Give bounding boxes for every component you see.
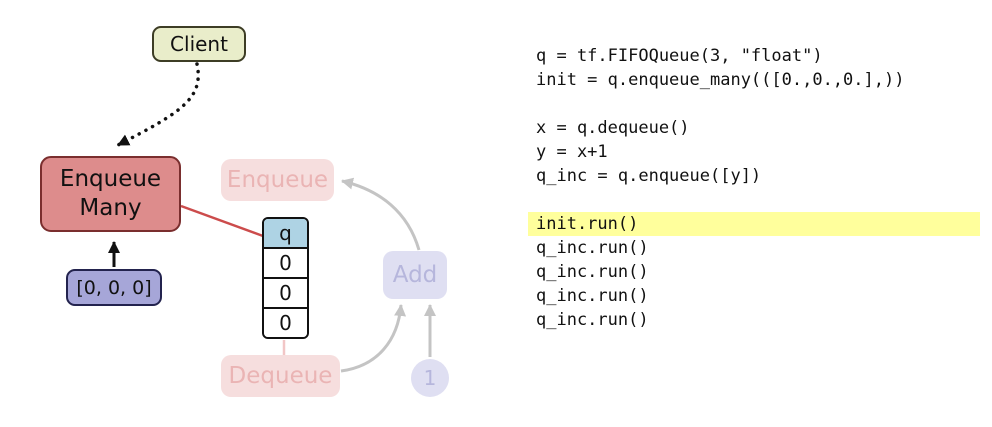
- enqueue-many-label: Enqueue Many: [59, 166, 162, 221]
- code-line: [528, 92, 980, 116]
- faded-one-node: 1: [411, 359, 449, 397]
- code-line: q_inc.run(): [536, 286, 649, 306]
- client-label: Client: [170, 32, 228, 56]
- input-tensor-node: [0, 0, 0]: [66, 269, 162, 306]
- queue-header-cell: q: [264, 219, 307, 249]
- queue-diagram: Enqueue Add Dequeue 1 Client Enqueue Man…: [40, 26, 449, 397]
- faded-dequeue-node: Dequeue: [221, 355, 340, 397]
- faded-enqueue-node: Enqueue: [221, 159, 334, 201]
- client-to-enqueue-many-arrow: [116, 62, 200, 147]
- code-line: q_inc.run(): [536, 262, 649, 282]
- queue-cell: 0: [264, 249, 307, 279]
- code-line: [528, 188, 980, 212]
- enqueue-many-to-queue-edge: [180, 204, 264, 238]
- code-line: x = q.dequeue(): [536, 118, 690, 138]
- queue-cell: 0: [264, 279, 307, 309]
- code-line: y = x+1: [536, 142, 608, 162]
- faded-enqueue-label: Enqueue: [226, 167, 329, 193]
- code-line: q_inc.run(): [536, 310, 649, 330]
- add-to-enqueue-arrow: [341, 177, 421, 251]
- code-panel: q = tf.FIFOQueue(3, "float") init = q.en…: [528, 44, 980, 332]
- enqueue-many-node: Enqueue Many: [40, 156, 181, 232]
- client-node: Client: [152, 26, 246, 62]
- faded-dequeue-label: Dequeue: [228, 363, 333, 389]
- queue-table: q 0 0 0: [262, 217, 309, 339]
- code-line: q_inc = q.enqueue([y]): [536, 166, 762, 186]
- code-line: q_inc.run(): [536, 238, 649, 258]
- code-line: init = q.enqueue_many(([0.,0.,0.],)): [536, 70, 905, 90]
- code-line: init.run(): [528, 212, 980, 236]
- queue-cell: 0: [264, 309, 307, 337]
- input-tensor-label: [0, 0, 0]: [76, 276, 152, 299]
- faded-one-label: 1: [423, 366, 437, 390]
- dequeue-to-add-arrow: [340, 304, 407, 373]
- faded-add-node: Add: [383, 251, 447, 299]
- code-line: q = tf.FIFOQueue(3, "float"): [536, 46, 823, 66]
- faded-add-label: Add: [392, 262, 438, 288]
